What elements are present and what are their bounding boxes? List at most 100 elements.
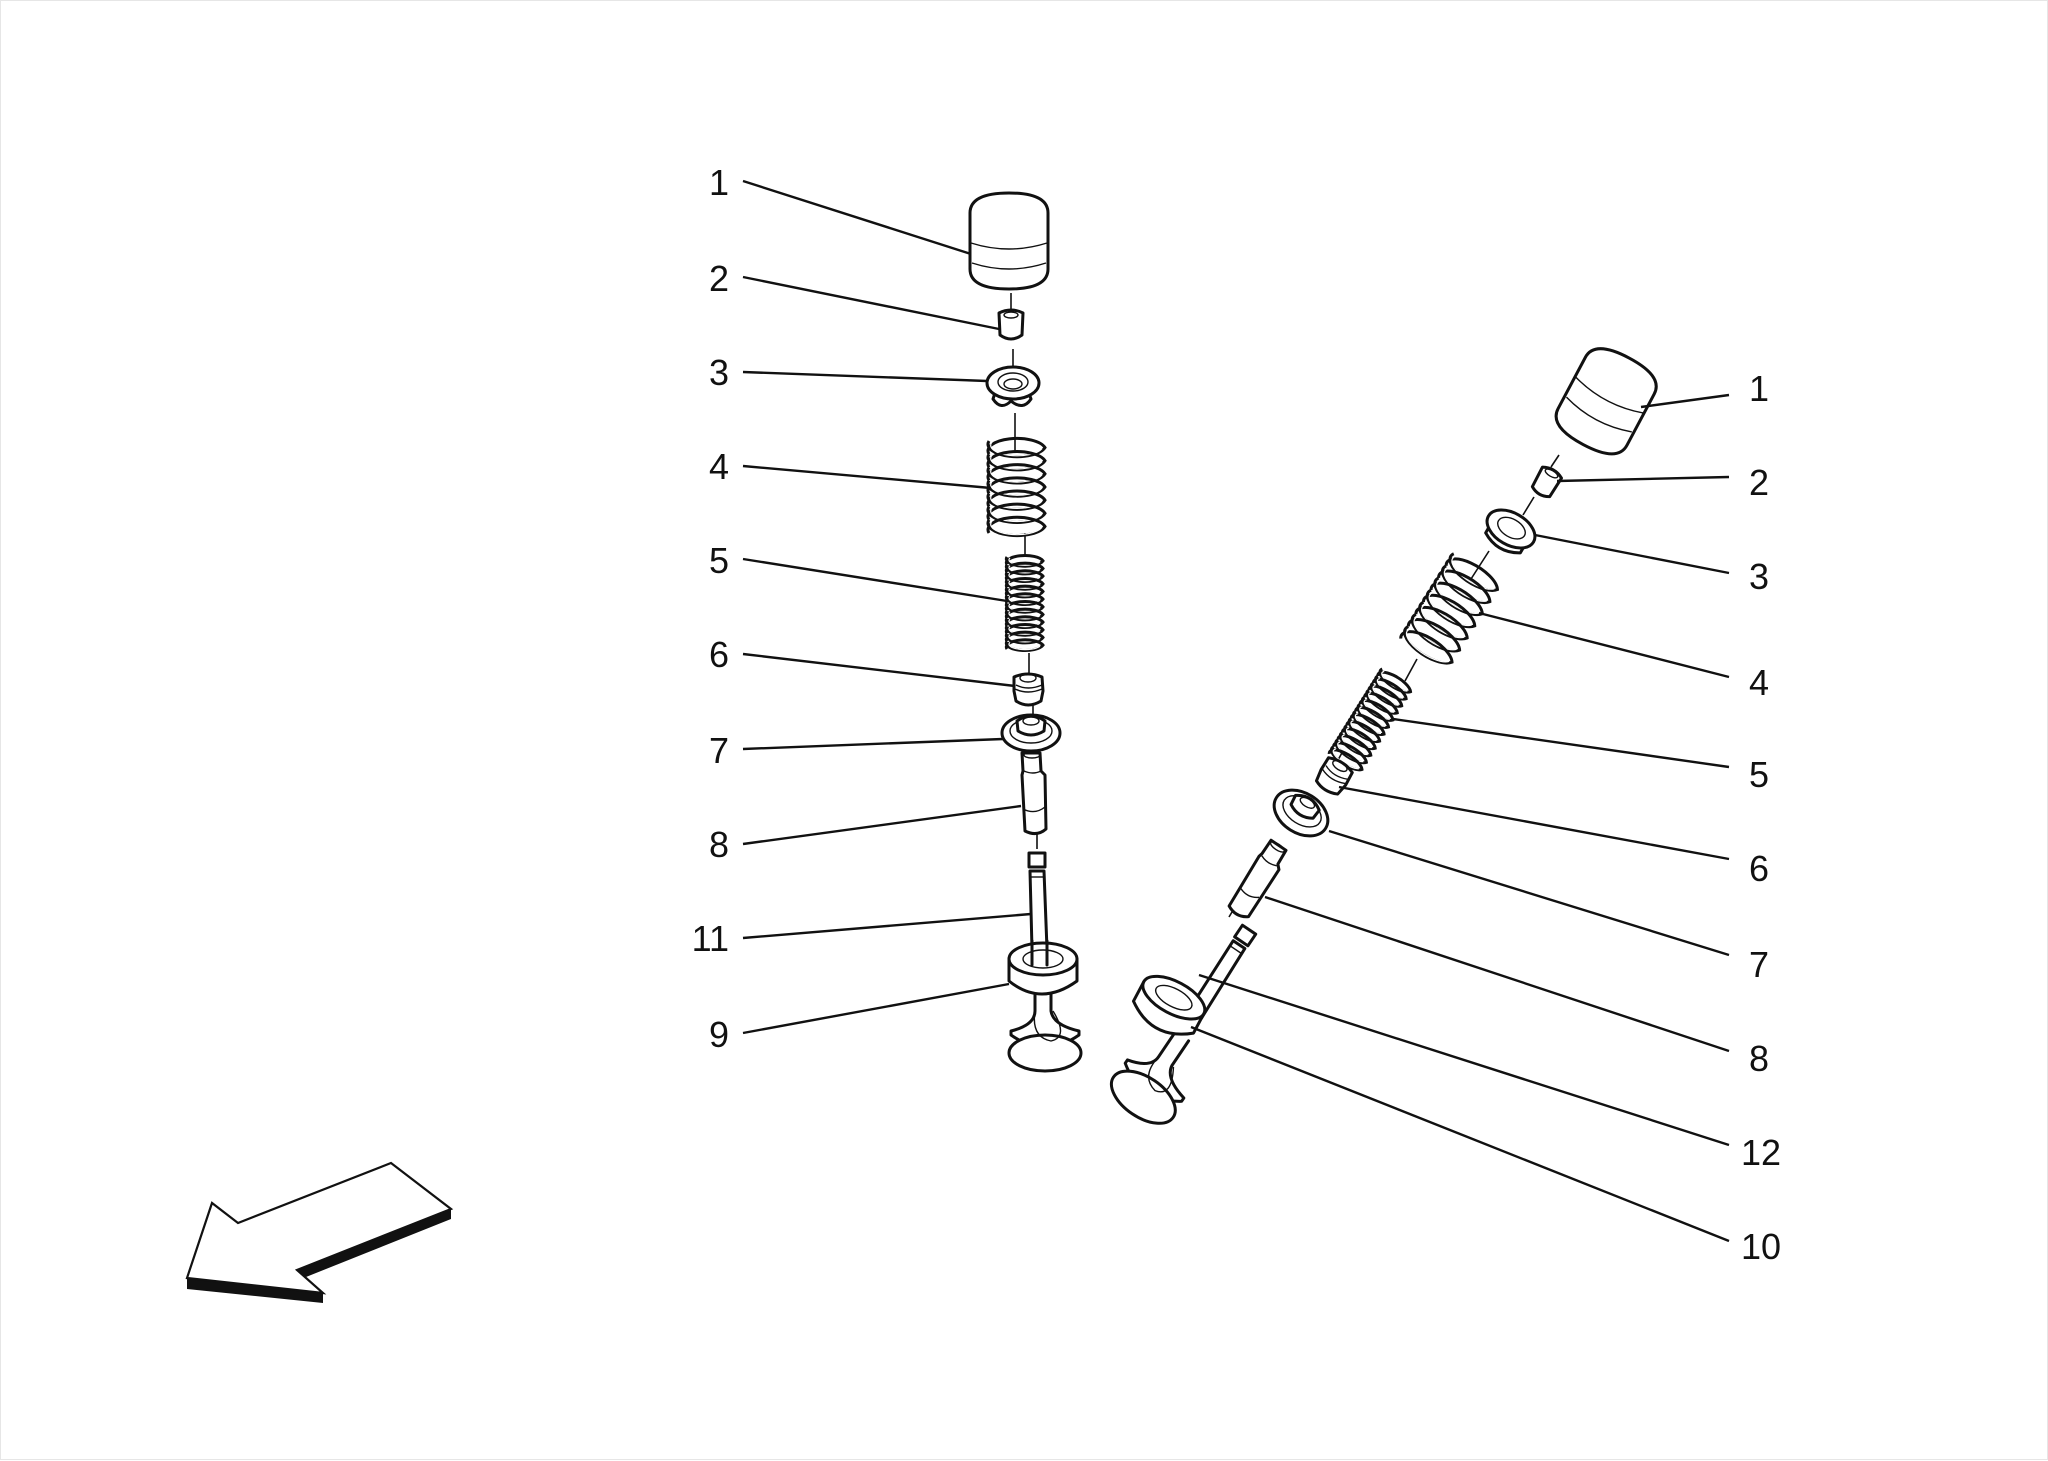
callout-left-8: 8 [709,824,729,865]
spring-coil [1340,724,1377,751]
callout-right-3: 3 [1749,556,1769,597]
left-part-8-valve-guide [1020,751,1048,836]
spring-coil [986,436,1047,459]
callout-left-4: 4 [709,446,729,487]
leader-right-1 [1640,393,1730,409]
spring-coil [986,515,1047,538]
spring-coil [1444,552,1500,592]
left-part-4-outer-spring [986,436,1047,538]
left-callouts: 1 2 3 4 5 6 7 8 11 9 [692,162,729,1055]
right-axis-segment [1404,658,1418,682]
spring-coil [1004,569,1045,584]
spring-coil [1336,731,1373,758]
left-leader-lines [742,179,1032,1035]
right-axis-segment [1550,454,1560,468]
callout-right-10: 10 [1741,1226,1781,1267]
left-part-2-cotter [997,308,1025,341]
arrow-shadow-bottom [187,1278,323,1303]
right-part-6-stem-seal [1314,756,1354,796]
callout-right-7: 7 [1749,944,1769,985]
spring-coil [1414,600,1469,641]
callout-left-3: 3 [709,352,729,393]
leader-left-11 [742,912,1032,940]
spring-coil [986,463,1047,485]
spring-coil [1004,592,1045,607]
spring-coil [1399,625,1454,665]
spring-coil-highlight [1405,628,1450,663]
spring-coil [1004,607,1045,622]
spring-coil [986,476,1047,498]
left-part-7-spring-seat [1000,713,1062,753]
leader-left-6 [742,652,1016,688]
callout-right-8: 8 [1749,1038,1769,1079]
callout-left-11: 11 [692,918,729,959]
left-valve-assembly [968,191,1083,1073]
callout-right-6: 6 [1749,848,1769,889]
spring-coil-highlight [990,494,1043,509]
callout-left-6: 6 [709,634,729,675]
right-part-10-seat-ring [1131,974,1207,1036]
spring-coil [1004,561,1045,576]
spring-coil-highlight [990,507,1043,523]
leader-right-12 [1198,973,1730,1147]
leader-right-4 [1478,611,1730,679]
callout-left-9: 9 [709,1014,729,1055]
right-axis-segment [1522,496,1535,516]
callout-left-1: 1 [709,162,729,203]
spring-coil-highlight [990,441,1043,457]
spring-coil [1406,612,1462,653]
spring-coil-highlight [990,467,1043,483]
left-part-3-retainer [985,365,1041,407]
left-part-1-tappet [968,191,1050,291]
leader-left-4 [742,464,992,490]
spring-coil [1345,717,1382,744]
spring-coil [1004,638,1045,653]
spring-coil [1376,667,1413,694]
arrow-shadow-right [297,1209,451,1279]
arrow-face [185,1161,454,1295]
spring-coil [1004,622,1045,637]
spring-coil [1354,702,1391,729]
right-part-1-tappet [1554,347,1658,456]
spring-coil [1004,615,1045,630]
leader-left-3 [742,370,988,383]
callout-right-1: 1 [1749,368,1769,409]
spring-coil [1363,688,1399,715]
spring-coil-highlight [990,454,1043,470]
right-part-2-cotter [1530,465,1564,499]
spring-coil-highlight [990,520,1043,536]
leader-left-8 [742,804,1022,846]
leader-right-3 [1534,533,1730,575]
right-axis-segment [1470,550,1490,580]
spring-coil [1371,674,1408,701]
right-part-4-outer-spring [1399,552,1500,665]
spring-coil [1421,588,1477,629]
spring-coil-highlight [1008,641,1041,651]
spring-coil [986,502,1047,524]
callout-right-2: 2 [1749,462,1769,503]
right-part-7-spring-seat [1272,788,1330,838]
spring-coil [1332,738,1368,765]
leader-right-7 [1328,829,1730,957]
right-leader-lines [1190,393,1730,1243]
spring-coil-highlight [990,481,1043,496]
left-part-6-stem-seal [1012,672,1045,707]
callout-right-5: 5 [1749,754,1769,795]
right-callouts: 1 2 3 4 5 6 7 8 12 10 [1741,368,1781,1267]
callout-right-4: 4 [1749,662,1769,703]
right-valve-assembly [1109,347,1658,1125]
callout-left-7: 7 [709,730,729,771]
leader-left-5 [742,557,1008,603]
leader-right-6 [1338,785,1730,861]
spring-coil [1327,745,1364,772]
spring-coil [1437,564,1492,605]
callout-left-5: 5 [709,540,729,581]
spring-coil [1004,584,1045,599]
front-direction-arrow [185,1161,454,1303]
spring-coil [1004,576,1045,591]
leader-left-2 [742,275,1000,331]
left-part-11-valve [1007,851,1083,1073]
spring-coil [1004,553,1045,568]
